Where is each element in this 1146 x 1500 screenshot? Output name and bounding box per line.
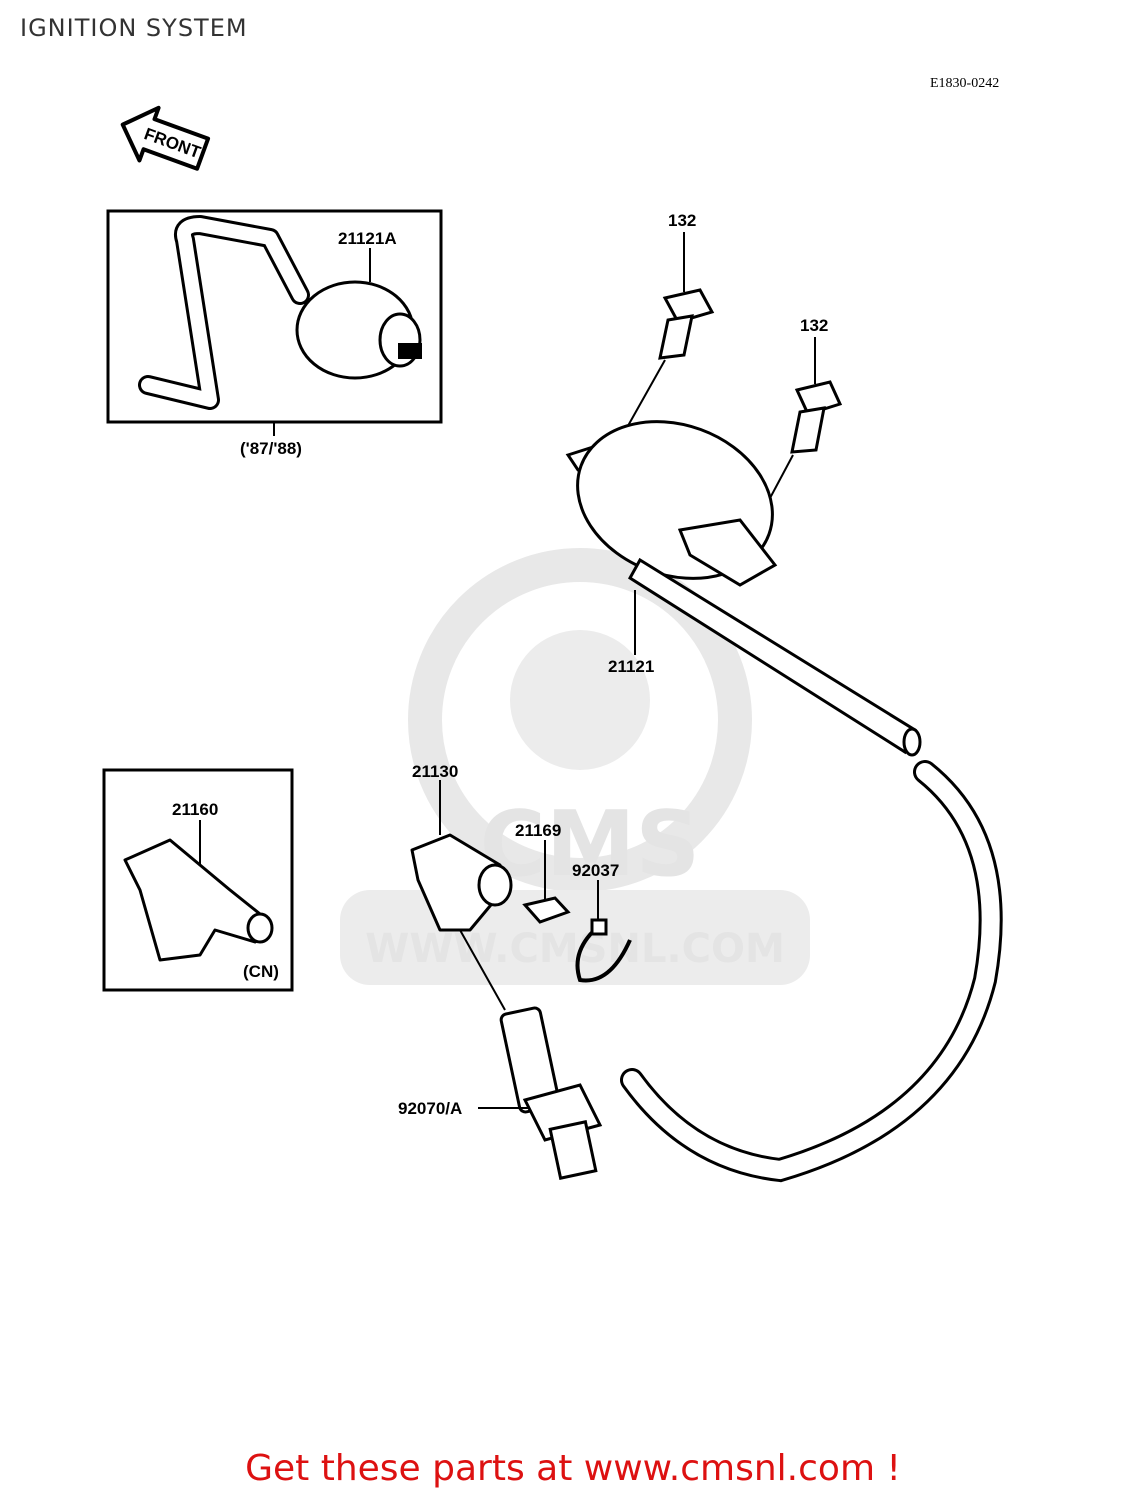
part-label-21121: 21121 bbox=[608, 657, 654, 676]
inset-caption-87-88: ('87/'88) bbox=[240, 439, 302, 458]
promo-banner[interactable]: Get these parts at www.cmsnl.com ! bbox=[245, 1448, 901, 1489]
watermark-url: WWW.CMSNL.COM bbox=[365, 926, 785, 972]
part-label-21160: 21160 bbox=[172, 800, 218, 819]
part-label-21121a: 21121A bbox=[338, 229, 397, 248]
part-label-21130: 21130 bbox=[412, 762, 458, 781]
watermark-logo: CMS bbox=[480, 792, 700, 897]
watermark: CMS WWW.CMSNL.COM bbox=[340, 548, 810, 985]
inset-caption-cn: (CN) bbox=[243, 962, 279, 981]
band bbox=[575, 880, 632, 983]
bolt-upper bbox=[619, 232, 715, 441]
front-arrow: FRONT bbox=[120, 105, 211, 171]
part-label-92037: 92037 bbox=[572, 861, 619, 880]
plug-cap bbox=[410, 780, 513, 1011]
clamp bbox=[522, 840, 571, 924]
part-label-132-upper: 132 bbox=[668, 211, 696, 230]
part-label-132-lower: 132 bbox=[800, 316, 828, 335]
drawing-code: E1830-0242 bbox=[930, 76, 1000, 91]
spark-plug bbox=[478, 1006, 603, 1180]
bolt-lower bbox=[744, 337, 843, 546]
part-label-21169: 21169 bbox=[515, 821, 561, 840]
high-tension-lead bbox=[620, 760, 1003, 1183]
inset-cn: 21160 (CN) bbox=[102, 768, 294, 992]
inset-87-88: 21121A ('87/'88) bbox=[106, 209, 443, 458]
page-title: IGNITION SYSTEM bbox=[20, 14, 248, 42]
ignition-coil bbox=[565, 420, 922, 757]
part-label-92070a: 92070/A bbox=[398, 1099, 462, 1118]
